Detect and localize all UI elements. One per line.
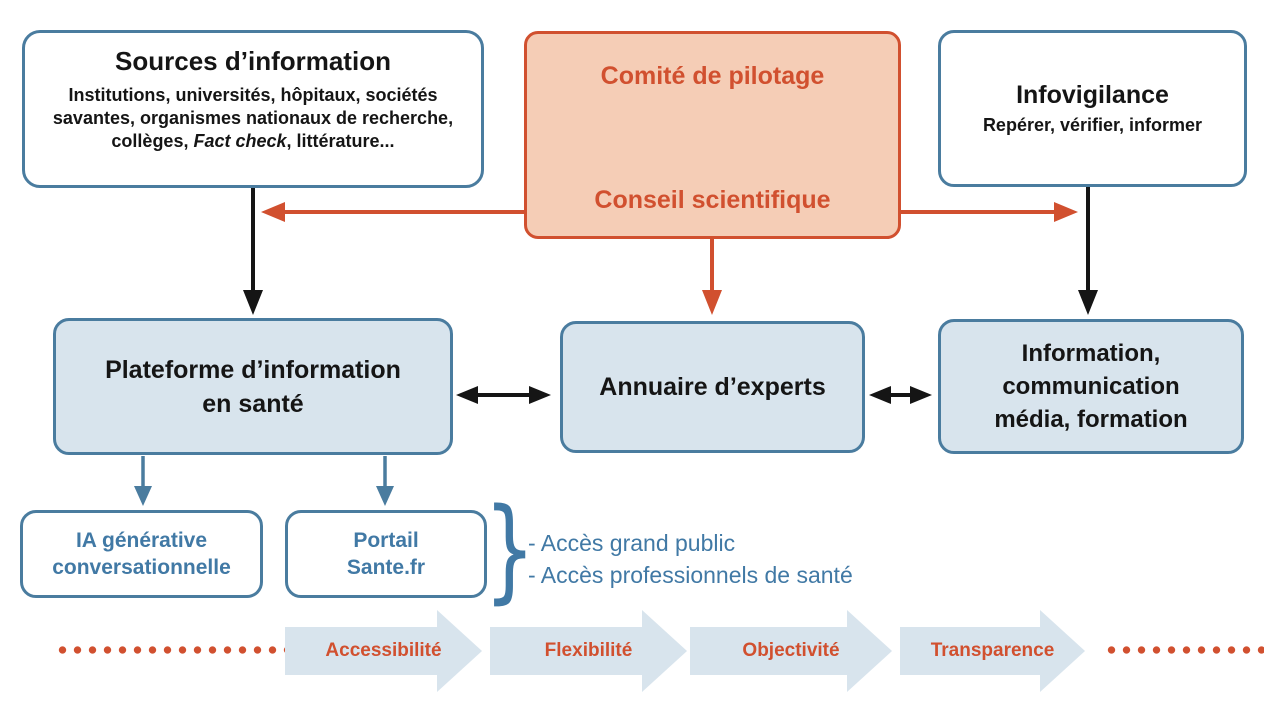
access-list: - Accès grand public - Accès professionn…: [528, 527, 853, 591]
value-arrow-label: Accessibilité: [325, 640, 442, 661]
arrow-sources-to-plateforme: [243, 188, 263, 315]
scientific-council-label: Conseil scientifique: [594, 186, 831, 214]
arrow-infovigilance-to-information: [1078, 187, 1098, 315]
sources-body-line2: savantes, organismes nationaux de recher…: [52, 108, 454, 128]
access-item-professionals: - Accès professionnels de santé: [528, 562, 853, 588]
annuaire-label: Annuaire d’experts: [599, 373, 826, 401]
arrow-plateforme-annuaire-bidirectional: [456, 386, 551, 404]
plateforme-label: Plateforme d’information en santé: [105, 355, 401, 418]
arrow-annuaire-information-bidirectional: [869, 386, 932, 404]
dotted-line-left: [55, 645, 285, 655]
value-arrow-label: Transparence: [930, 640, 1055, 661]
value-arrow-label: Flexibilité: [544, 640, 633, 661]
value-arrow-transparence: Transparence: [900, 610, 1085, 692]
portail-sante-label: Portail Sante.fr: [346, 529, 426, 579]
sources-fact-check: Fact check: [193, 131, 287, 151]
arrow-plateforme-to-ia: [134, 456, 152, 506]
infovigilance-box: Infovigilance Repérer, vérifier, informe…: [938, 30, 1247, 187]
access-item-public: - Accès grand public: [528, 530, 736, 556]
steering-committee-label: Comité de pilotage: [600, 62, 825, 90]
information-communication-box: Information, communication média, format…: [938, 319, 1244, 454]
sources-body-line3: collèges, Fact check, littérature...: [111, 131, 395, 151]
curly-brace-icon: }: [484, 485, 536, 615]
dotted-line-right: [1104, 645, 1264, 655]
arrow-steering-to-sources-branch: [261, 202, 524, 222]
infovigilance-title: Infovigilance: [1016, 81, 1169, 109]
sources-title: Sources d’information: [115, 46, 391, 76]
value-arrow-objectivite: Objectivité: [690, 610, 892, 692]
value-arrow-label: Objectivité: [742, 640, 840, 661]
arrow-tip-icon: [642, 610, 687, 692]
value-arrow-accessibilite: Accessibilité: [285, 610, 482, 692]
ia-generative-box: IA générative conversationnelle: [20, 510, 263, 598]
sources-body-line1: Institutions, universités, hôpitaux, soc…: [68, 85, 438, 105]
plateforme-box: Plateforme d’information en santé: [53, 318, 453, 455]
infovigilance-subtitle: Repérer, vérifier, informer: [982, 115, 1203, 135]
sources-box: Sources d’information Institutions, univ…: [22, 30, 484, 188]
arrow-tip-icon: [847, 610, 892, 692]
annuaire-box: Annuaire d’experts: [560, 321, 865, 453]
arrow-plateforme-to-portail: [376, 456, 394, 506]
arrow-steering-to-annuaire: [702, 239, 722, 315]
arrow-tip-icon: [1040, 610, 1085, 692]
ia-generative-label: IA générative conversationnelle: [52, 529, 231, 579]
steering-committee-box: Comité de pilotage Conseil scientifique: [524, 31, 901, 239]
arrow-steering-to-infovigilance-branch: [901, 202, 1078, 222]
value-arrow-flexibilite: Flexibilité: [490, 610, 687, 692]
portail-sante-box: Portail Sante.fr: [285, 510, 487, 598]
information-communication-label: Information, communication média, format…: [994, 340, 1188, 433]
arrow-tip-icon: [437, 610, 482, 692]
